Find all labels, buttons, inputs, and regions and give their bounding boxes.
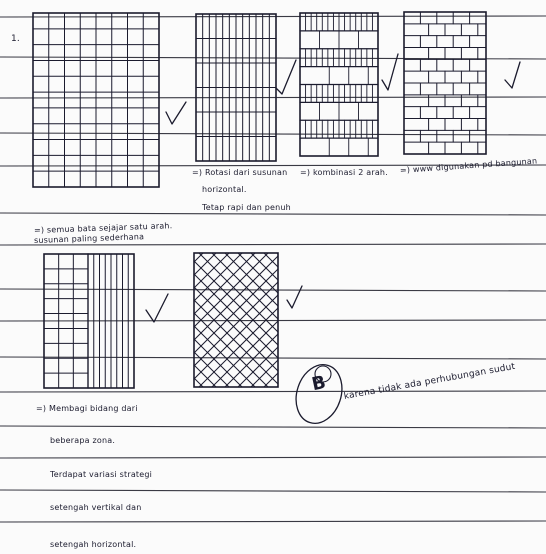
notebook-rule-line xyxy=(0,426,546,428)
diagonal-line xyxy=(238,347,278,387)
check-mark-3 xyxy=(382,54,398,90)
diagonal-line xyxy=(194,300,278,384)
notebook-rule-line xyxy=(0,490,546,492)
caption-zones-4: setengah vertikal dan xyxy=(50,503,142,512)
check-mark-5 xyxy=(146,294,168,322)
diagonal-line xyxy=(194,253,229,288)
page-number: 1. xyxy=(11,34,20,44)
check-mark-6 xyxy=(287,286,302,308)
notebook-rule-line xyxy=(0,213,546,215)
caption-rotation-3: Tetap rapi dan penuh xyxy=(202,203,291,212)
diagonal-line xyxy=(194,253,203,262)
notebook-rule-line xyxy=(0,97,546,98)
diagonal-line xyxy=(194,378,203,387)
check-mark-2 xyxy=(276,60,296,94)
caption-rotation-1: =) Rotasi dari susunan xyxy=(192,168,287,177)
diagonal-line xyxy=(194,269,278,353)
notebook-rule-line xyxy=(0,16,546,17)
notebook-rule-line xyxy=(0,57,546,59)
diagonal-line xyxy=(277,386,278,387)
caption-rotation-2: horizontal. xyxy=(202,185,247,194)
diagonal-line xyxy=(264,253,278,267)
notebook-rule-line xyxy=(0,391,546,392)
caption-combination: =) kombinasi 2 arah. xyxy=(300,168,388,177)
diagonal-line xyxy=(194,295,278,379)
diagonal-line xyxy=(277,253,278,254)
diagonal-line xyxy=(194,261,278,345)
diagonal-line xyxy=(264,373,278,387)
notebook-rule-line xyxy=(0,289,546,291)
caption-zones-3: Terdapat variasi strategi xyxy=(50,470,152,479)
diagonal-line xyxy=(194,282,278,366)
diagonal-line xyxy=(225,253,278,306)
diagonal-line xyxy=(194,256,278,340)
notebook-rule-line xyxy=(0,133,546,135)
notebook-rule-line xyxy=(0,521,546,522)
diagonal-line xyxy=(225,334,278,387)
caption-zones-1: =) Membagi bidang dari xyxy=(36,404,138,413)
diagonal-line xyxy=(194,274,278,358)
check-mark-4 xyxy=(505,62,520,88)
notebook-rule-line xyxy=(0,244,546,245)
notebook-rule-line xyxy=(0,320,546,321)
notebook-rule-line xyxy=(0,457,546,458)
caption-zones-5: setengah horizontal. xyxy=(50,540,136,549)
caption-zones-2: beberapa zona. xyxy=(50,436,115,445)
check-mark-1 xyxy=(166,102,186,124)
diagonal-line xyxy=(238,253,278,293)
